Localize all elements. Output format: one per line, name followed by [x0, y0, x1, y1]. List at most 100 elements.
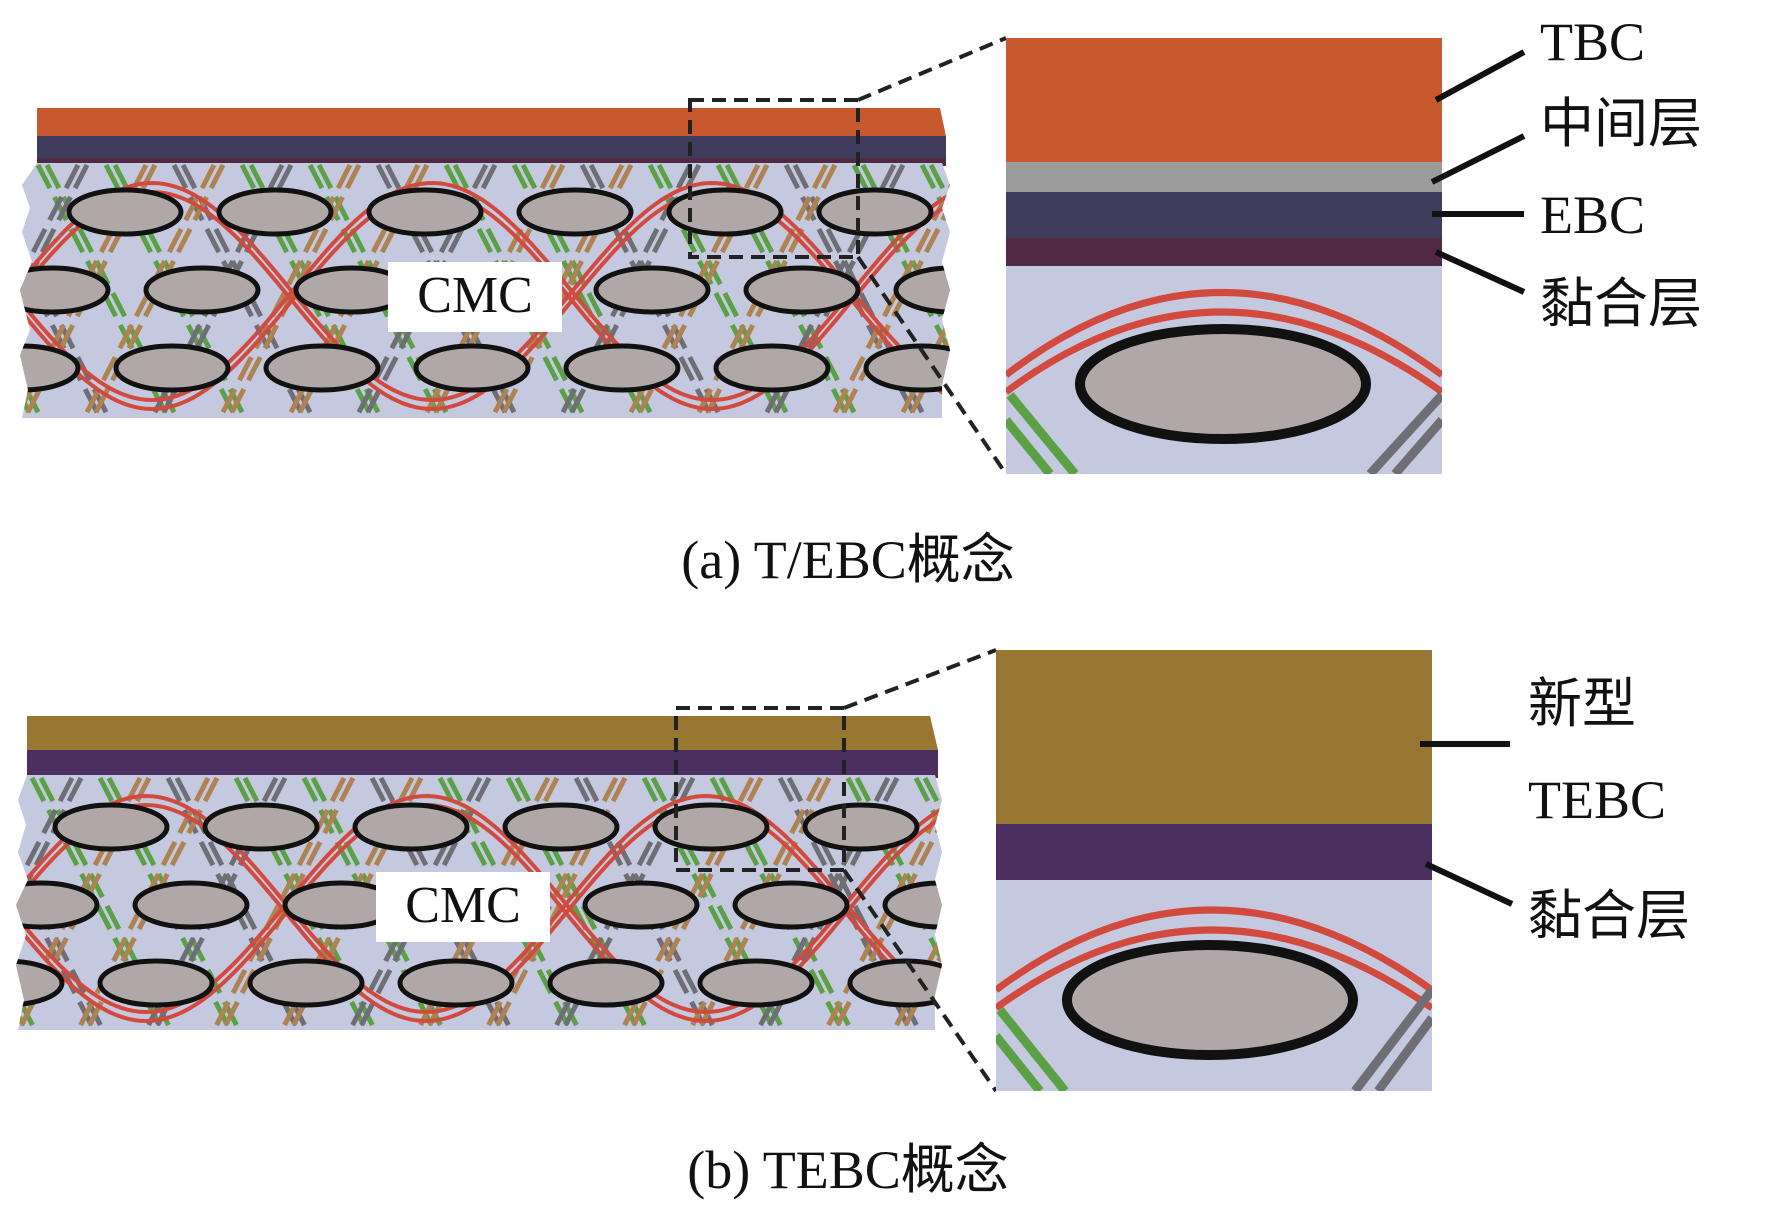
fiber-bundle	[863, 343, 950, 393]
fiber-bundle	[713, 343, 831, 393]
fiber-bundle	[697, 958, 815, 1008]
red-warp-tow	[20, 180, 950, 403]
dashed-tow	[226, 163, 362, 418]
panel-b-inset-fiber-bundle	[1062, 940, 1358, 1060]
panel-a-inset-fiber-bundle	[1075, 324, 1371, 444]
fiber-bundle	[882, 880, 942, 930]
panel-b-zoom-selection	[674, 706, 846, 872]
dashed-tow	[220, 776, 356, 1030]
panel-b-leader-lines	[1420, 741, 1514, 907]
panel-b-label-tebc-line1: 新型	[1528, 674, 1636, 734]
fiber-bundle	[743, 265, 861, 315]
panel-a-inset-ebc	[1006, 192, 1442, 238]
fiber-bundle	[893, 265, 950, 315]
panel-a-inset-gray-tow-1	[1366, 391, 1442, 474]
panel-b-cmc-label: CMC	[405, 877, 521, 934]
leader-interlayer	[1430, 133, 1526, 185]
panel-a-inset-red-tow-inner	[1006, 308, 1442, 395]
dashed-tow	[20, 163, 81, 418]
panel-a-inset-interlayer	[1006, 162, 1442, 192]
panel-b: CMC 新型 TEBC 黏合层 (b) TEBC概念	[0, 648, 1690, 1200]
panel-a-zoom-inset	[1006, 38, 1442, 474]
panel-a-zoom-connector-top	[857, 36, 1007, 102]
panel-a-bond-band	[37, 158, 946, 166]
panel-b-cmc-body	[0, 775, 942, 1030]
leader-bond-a	[1434, 249, 1526, 295]
panel-b-inset-green-tow-1	[996, 1007, 1069, 1091]
panel-b-zoom-connector-top	[843, 648, 997, 710]
panel-a-cmc-body	[0, 163, 950, 418]
fiber-bundle	[582, 880, 700, 930]
fiber-bundle	[352, 802, 470, 852]
dashed-tow	[823, 776, 942, 1030]
panel-b-layer-stack	[27, 716, 938, 778]
panel-a-tbc-band	[37, 108, 946, 136]
panel-b-inset-bond	[996, 824, 1432, 880]
panel-a-inset-red-tow-outer	[1006, 289, 1442, 378]
panel-a-label-interlayer: 中间层	[1540, 94, 1702, 154]
dashed-tow	[16, 776, 75, 1030]
leader-tbc	[1434, 49, 1526, 103]
panel-a-caption: (a) T/EBC概念	[681, 530, 1014, 590]
panel-a-inset-green-tow-1	[1006, 392, 1079, 474]
panel-b-bond-band	[27, 750, 938, 778]
panel-a-label-bond: 黏合层	[1540, 274, 1702, 334]
panel-a-label-tbc: TBC	[1540, 12, 1645, 72]
panel-a-ebc-band	[37, 136, 946, 160]
panel-a-cmc-label-box	[388, 262, 562, 332]
panel-b-caption: (b) TEBC概念	[687, 1140, 1009, 1200]
fiber-bundle	[16, 880, 100, 930]
panel-b-inset-red-tow-outer	[996, 906, 1432, 993]
dashed-tow	[211, 776, 347, 1030]
fiber-bundle	[652, 802, 770, 852]
fiber-bundle	[563, 343, 681, 393]
panel-a-inset-tbc	[1006, 38, 1442, 162]
dashed-tow	[20, 163, 22, 418]
fiber-bundle	[52, 802, 170, 852]
dashed-tow	[81, 163, 217, 418]
fiber-bundle	[816, 187, 934, 237]
panel-a-zoom-selection	[688, 98, 860, 259]
dashed-tow	[829, 163, 950, 418]
panel-a-fiber-bundles	[20, 187, 950, 393]
panel-b-inset-green-tow-2	[996, 1033, 1044, 1091]
panel-b-label-tebc-line2: TEBC	[1528, 770, 1666, 830]
dashed-tow	[0, 778, 13, 1030]
fiber-bundle	[413, 343, 531, 393]
fiber-bundle	[516, 187, 634, 237]
fiber-bundle	[113, 343, 231, 393]
fiber-bundle	[16, 958, 65, 1008]
panel-a-inset-bond	[1006, 238, 1442, 266]
dashed-tow	[16, 776, 106, 1030]
leader-bond-b	[1424, 861, 1514, 907]
fiber-bundle	[397, 958, 515, 1008]
panel-b-label-bond: 黏合层	[1528, 886, 1690, 946]
dashed-tow	[20, 163, 112, 418]
panel-b-cmc-label-box	[376, 872, 550, 942]
panel-a-inset-green-tow-2	[1006, 417, 1054, 474]
fiber-bundle	[97, 958, 215, 1008]
panel-b-zoom-connector-bottom	[842, 868, 998, 1093]
fiber-bundle	[547, 958, 665, 1008]
panel-a-inset-gray-tow-2	[1391, 417, 1442, 474]
fiber-bundle	[132, 880, 250, 930]
dashed-tow	[0, 778, 4, 1030]
dashed-tow	[0, 165, 10, 418]
fiber-bundle	[732, 880, 850, 930]
fiber-bundle	[593, 265, 711, 315]
fiber-bundle	[502, 802, 620, 852]
panel-a: CMC	[0, 12, 1702, 590]
panel-a-leader-lines	[1430, 49, 1526, 295]
fiber-bundle	[216, 187, 334, 237]
panel-b-zoom-inset	[996, 650, 1432, 1091]
fiber-bundle	[247, 958, 365, 1008]
panel-b-inset-gray-tow-2	[1374, 1015, 1432, 1091]
fiber-bundle	[66, 187, 184, 237]
panel-b-tebc-band	[27, 716, 938, 750]
panel-b-inset-tebc	[996, 650, 1432, 824]
fiber-bundle	[263, 343, 381, 393]
fiber-bundle	[202, 802, 320, 852]
fiber-bundle	[366, 187, 484, 237]
dashed-tow	[20, 163, 90, 418]
